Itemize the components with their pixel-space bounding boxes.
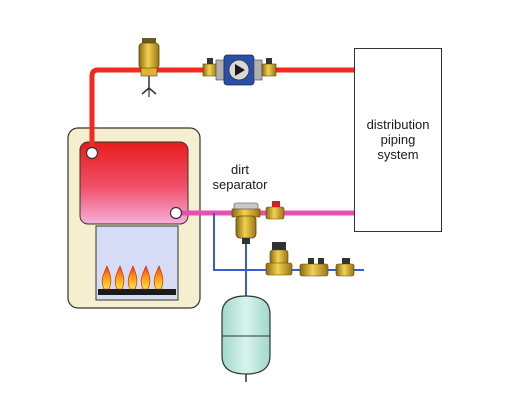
isolation-valve-icon	[261, 58, 277, 77]
backflow-preventer-icon	[299, 258, 329, 277]
expansion-tank-icon	[221, 295, 271, 382]
isolation-valve-icon	[335, 258, 355, 277]
supply-port	[85, 146, 99, 160]
distribution-piping-box	[354, 48, 442, 232]
burner-flame-icon	[101, 265, 164, 290]
return-port	[169, 206, 183, 220]
distribution-piping-label: distribution piping system	[354, 117, 442, 162]
supply-pipe	[89, 67, 354, 150]
distribution-label-line: system	[377, 147, 419, 162]
dirt-separator-icon	[231, 202, 261, 244]
isolation-valve-icon	[202, 58, 218, 77]
burner-bar	[98, 289, 176, 295]
heat-exchanger	[79, 141, 189, 225]
dirt-separator-label: dirt separator	[196, 162, 284, 192]
distribution-label-line: distribution	[366, 117, 430, 132]
pressure-reducing-valve-icon	[265, 242, 293, 276]
dirt-separator-label-line: dirt	[230, 162, 250, 177]
air-vent-icon	[138, 38, 160, 97]
circulator-pump-icon	[215, 54, 263, 86]
dirt-separator-label-line: separator	[212, 177, 268, 192]
distribution-label-line: piping	[380, 132, 416, 147]
isolation-valve-icon	[265, 201, 285, 220]
